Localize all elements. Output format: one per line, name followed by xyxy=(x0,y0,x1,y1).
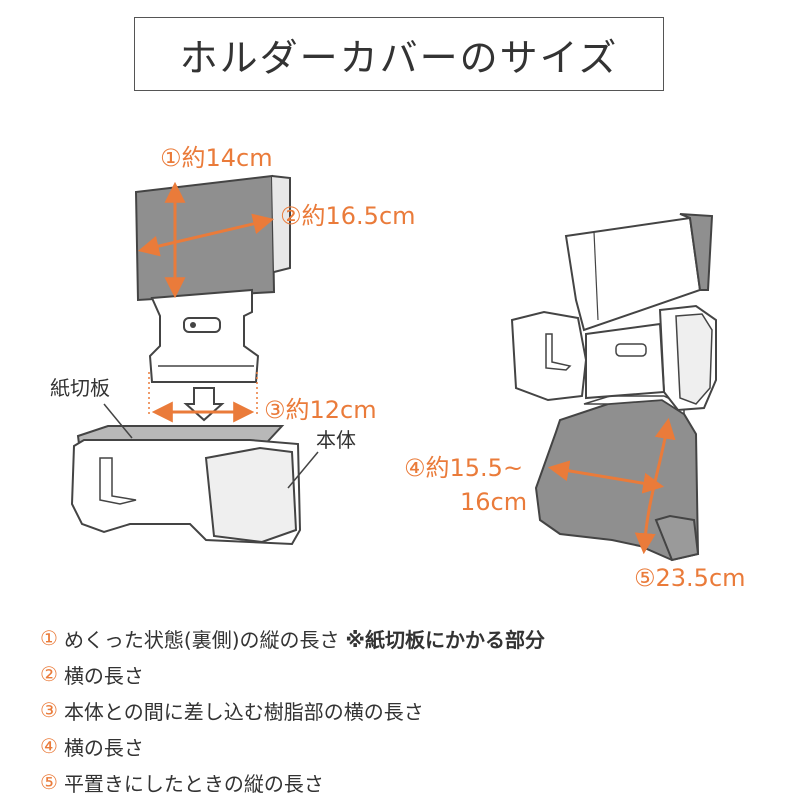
measurement-label-4-line2: 16cm xyxy=(460,488,528,516)
note-number-4: ④ xyxy=(40,734,58,758)
note-number-1: ① xyxy=(40,626,58,650)
measurement-label-4-line1: ④約15.5~ xyxy=(404,454,524,482)
note-text-3: 本体との間に差し込む樹脂部の横の長さ xyxy=(63,699,424,724)
main-body-illustration xyxy=(70,425,302,546)
note-text-2: 横の長さ xyxy=(63,663,144,688)
note-number-3: ③ xyxy=(40,698,58,722)
note-text-5: 平置きにしたときの縦の長さ xyxy=(63,771,324,796)
note-item-3: ③ 本体との間に差し込む樹脂部の横の長さ xyxy=(40,692,545,728)
holder-diagram xyxy=(70,174,717,562)
note-item-2: ② 横の長さ xyxy=(40,656,545,692)
measurement-label-1: ①約14cm xyxy=(160,144,273,172)
page-title: ホルダーカバーのサイズ xyxy=(134,17,664,91)
measurement-label-5: ⑤23.5cm xyxy=(634,564,746,592)
notes-list: ① めくった状態(裏側)の縦の長さ ※紙切板にかかる部分 ② 横の長さ ③ 本体… xyxy=(40,620,545,800)
measure-arrows-left xyxy=(137,181,275,423)
measurement-label-2: ②約16.5cm xyxy=(280,202,416,230)
note-text-4: 横の長さ xyxy=(63,735,144,760)
note-item-1: ① めくった状態(裏側)の縦の長さ ※紙切板にかかる部分 xyxy=(40,620,545,656)
paper-cutter-label: 紙切板 xyxy=(50,376,110,400)
note-item-4: ④ 横の長さ xyxy=(40,728,545,764)
note-text-1: めくった状態(裏側)の縦の長さ xyxy=(63,627,340,652)
note-bold-1: ※紙切板にかかる部分 xyxy=(345,627,545,652)
measure-arrows-right xyxy=(547,417,676,555)
main-body-label: 本体 xyxy=(316,428,356,452)
note-number-5: ⑤ xyxy=(40,770,58,794)
cover-flipped-illustration xyxy=(134,174,291,422)
note-item-5: ⑤ 平置きにしたときの縦の長さ xyxy=(40,764,545,800)
holder-with-cover-illustration xyxy=(510,213,717,562)
note-number-2: ② xyxy=(40,662,58,686)
measurement-label-3: ③約12cm xyxy=(264,396,377,424)
